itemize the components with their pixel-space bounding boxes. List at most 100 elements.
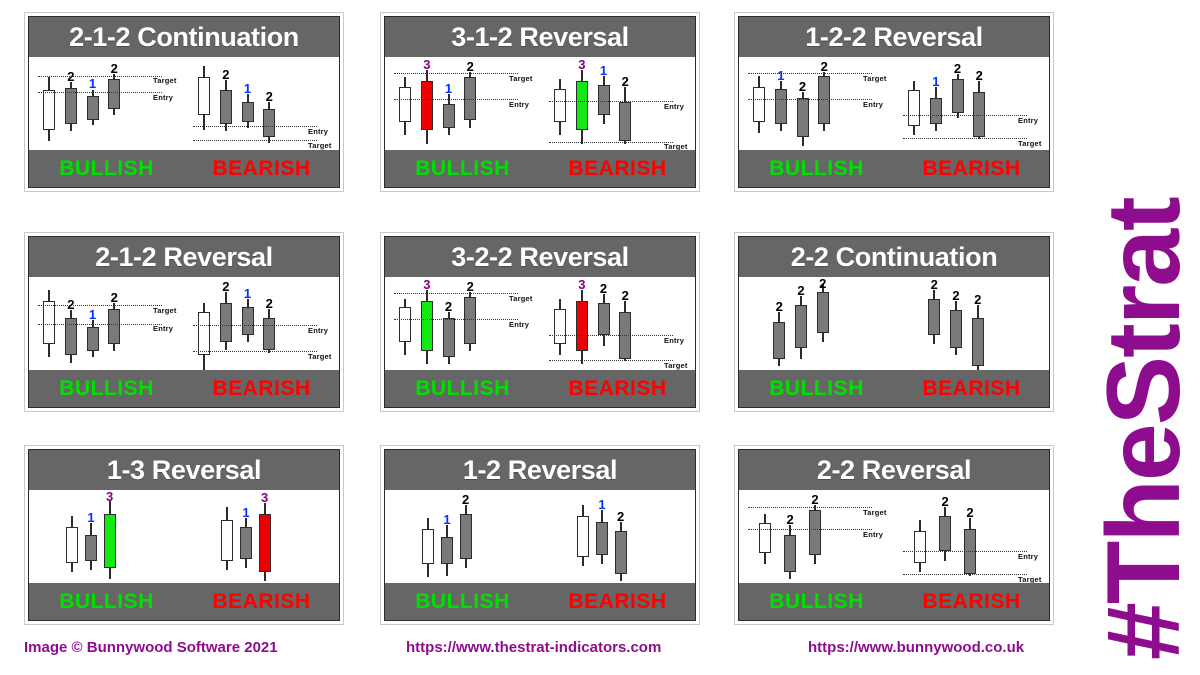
level-label-target: Target: [863, 507, 887, 517]
level-label-target: Target: [1018, 574, 1042, 583]
bar-type-label-1: 1: [242, 504, 250, 520]
bar-type-label-1: 1: [932, 73, 940, 89]
link-bunnywood[interactable]: https://www.bunnywood.co.uk: [808, 639, 1025, 656]
bar-type-label-2: 2: [930, 277, 938, 292]
bar-type-label-2: 2: [621, 73, 629, 89]
candle-body: [103, 514, 116, 569]
bar-type-label-2: 2: [966, 504, 974, 520]
candle: [442, 277, 455, 370]
level-label-entry: Entry: [509, 99, 530, 109]
bar-type-label-2: 2: [819, 277, 827, 291]
candle: [263, 57, 276, 150]
bar-type-label-2: 2: [110, 60, 118, 76]
level-label-entry: Entry: [1018, 115, 1039, 125]
bar-type-label-2: 2: [952, 288, 960, 304]
hashtag-thestrat: #TheStrat: [1086, 198, 1200, 660]
candle-body: [908, 90, 921, 126]
candle: [973, 57, 986, 150]
candle: [795, 277, 807, 370]
candle: [241, 277, 254, 370]
candle: [808, 490, 821, 583]
candle-body: [240, 527, 252, 559]
candle-body: [929, 97, 942, 124]
bar-type-label-2: 2: [621, 288, 629, 304]
panel-title: 3-1-2 Reversal: [385, 17, 695, 57]
bar-type-label-2: 2: [599, 280, 608, 296]
candle: [908, 57, 921, 150]
bar-type-label-2: 2: [811, 491, 819, 507]
level-line-entry: [193, 325, 318, 327]
bar-type-label-2: 2: [775, 299, 783, 315]
candle-body: [64, 317, 77, 356]
bar-type-label-3: 3: [423, 277, 431, 292]
candle-body: [198, 77, 211, 115]
candle-body: [85, 534, 97, 561]
level-label-entry: Entry: [863, 529, 884, 539]
level-line-entry: [549, 334, 674, 336]
bar-type-label-2: 2: [941, 493, 949, 509]
candle-body: [241, 306, 254, 335]
candle: [219, 57, 232, 150]
candle: [64, 277, 77, 370]
bar-type-label-2: 2: [466, 278, 474, 294]
candle: [241, 57, 254, 150]
candle: [575, 277, 588, 370]
candle-body: [64, 87, 77, 124]
candle: [464, 277, 477, 370]
bearish-label: BEARISH: [922, 376, 1021, 400]
level-label-entry: Entry: [153, 93, 174, 103]
level-line-target: [549, 141, 674, 143]
candle: [939, 490, 952, 583]
level-label-target: Target: [509, 293, 533, 303]
candle-body: [577, 516, 590, 557]
candle-body: [442, 103, 455, 128]
candle: [103, 490, 116, 583]
bar-type-label-1: 1: [88, 306, 97, 322]
bar-type-label-2: 2: [820, 58, 828, 74]
candle: [86, 277, 99, 370]
level-line-entry: [549, 100, 674, 102]
candle: [420, 57, 433, 150]
bar-type-label-2: 2: [222, 67, 230, 83]
candle: [914, 490, 927, 583]
bullish-label: BULLISH: [415, 589, 510, 613]
candle-body: [784, 534, 797, 572]
bar-type-label-2: 2: [466, 58, 474, 74]
candle-body: [753, 86, 766, 123]
candle-body: [575, 301, 588, 352]
candle-body: [597, 303, 610, 335]
bar-type-label-3: 3: [105, 490, 114, 504]
copyright-text: Image © Bunnywood Software 2021: [24, 639, 278, 656]
candle-body: [759, 523, 772, 554]
candle-body: [971, 317, 984, 367]
level-label-entry: Entry: [863, 99, 884, 109]
candle: [596, 490, 608, 583]
link-thestrat-indicators[interactable]: https://www.thestrat-indicators.com: [406, 639, 662, 656]
candle-body: [86, 327, 99, 352]
candle-body: [108, 79, 121, 110]
level-line-target: [394, 292, 519, 294]
candle-body: [939, 516, 952, 552]
bullish-label: BULLISH: [415, 156, 510, 180]
level-label-entry: Entry: [509, 319, 530, 329]
